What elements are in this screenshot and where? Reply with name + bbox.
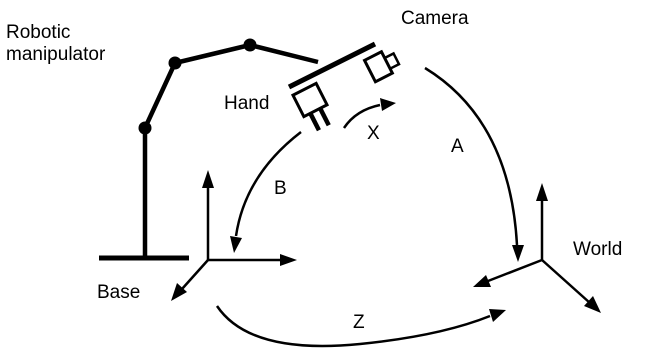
robot-hand-gripper <box>290 81 331 132</box>
world-label: World <box>573 239 622 260</box>
transform-x-label: X <box>367 123 380 144</box>
robotic-manipulator-label-line1: Robotic <box>6 22 70 43</box>
camera-body <box>362 49 401 84</box>
transform-b-label: B <box>274 178 287 199</box>
transform-b-arrow <box>230 131 302 253</box>
robotic-manipulator-label-line2: manipulator <box>6 44 106 65</box>
robot-arm-links <box>142 42 319 258</box>
robot-joint-1 <box>138 121 152 135</box>
base-frame-axes <box>171 170 297 301</box>
transform-x-arrow <box>342 98 396 129</box>
robot-joint-3 <box>243 38 257 52</box>
world-frame-axes <box>473 183 601 313</box>
camera-label: Camera <box>401 8 469 29</box>
transform-z-arrow <box>215 305 506 348</box>
camera-mount-bar <box>287 41 377 90</box>
hand-label: Hand <box>224 93 269 114</box>
transform-a-arrow <box>424 66 524 262</box>
base-label: Base <box>97 282 140 303</box>
robot-joint-2 <box>168 56 182 70</box>
transform-a-label: A <box>451 136 464 157</box>
transform-z-label: Z <box>353 312 365 333</box>
